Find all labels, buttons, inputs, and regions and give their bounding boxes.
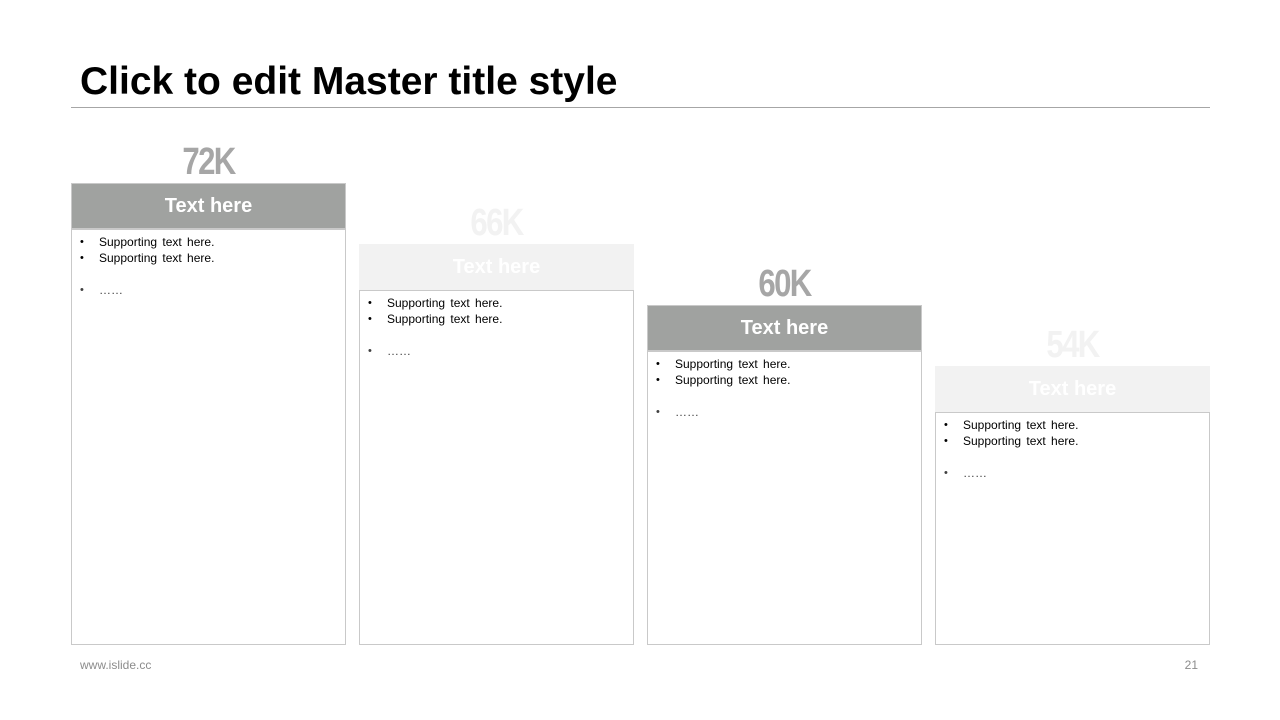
step-body[interactable]: • Supporting text here. • Supporting text h… bbox=[647, 351, 922, 645]
bullet-text: Supporting text here. bbox=[99, 235, 215, 249]
bullet-list: • Supporting text here. • Supporting text h… bbox=[648, 352, 921, 420]
step-value: 54K bbox=[1046, 324, 1100, 366]
bullet-item: • Supporting text here. bbox=[368, 295, 633, 311]
bullet-text: Supporting text here. bbox=[963, 434, 1079, 448]
bullet-dot-icon: • bbox=[656, 374, 660, 386]
bullet-dot-icon: • bbox=[944, 419, 948, 431]
step-body[interactable]: • Supporting text here. • Supporting text h… bbox=[359, 290, 634, 645]
bullet-dot-icon: • bbox=[368, 297, 372, 309]
bullet-dot-icon: • bbox=[80, 284, 84, 296]
bullet-text: Supporting text here. bbox=[387, 296, 503, 310]
step-value: 66K bbox=[470, 202, 524, 244]
step-value: 60K bbox=[758, 263, 812, 305]
bullet-dot-icon: • bbox=[368, 313, 372, 325]
bullet-text: Supporting text here. bbox=[963, 418, 1079, 432]
bullet-text: …… bbox=[963, 466, 987, 480]
bullet-item: • Supporting text here. bbox=[656, 372, 921, 388]
bullet-list: • Supporting text here. • Supporting text h… bbox=[936, 413, 1209, 481]
bullet-item: • Supporting text here. bbox=[944, 433, 1209, 449]
bullet-text: …… bbox=[387, 344, 411, 358]
page-number: 21 bbox=[1184, 658, 1198, 672]
bullet-dot-icon: • bbox=[656, 358, 660, 370]
step-header[interactable]: Text here bbox=[71, 183, 346, 229]
bullet-text: Supporting text here. bbox=[387, 312, 503, 326]
title-divider bbox=[71, 107, 1210, 108]
bullet-item: • …… bbox=[80, 282, 345, 298]
bullet-item: • …… bbox=[368, 343, 633, 359]
bullet-dot-icon: • bbox=[368, 345, 372, 357]
step-header[interactable]: Text here bbox=[359, 244, 634, 290]
slide-title[interactable]: Click to edit Master title style bbox=[80, 60, 618, 103]
bullet-dot-icon: • bbox=[80, 252, 84, 264]
bullet-text: Supporting text here. bbox=[675, 357, 791, 371]
bullet-list: • Supporting text here. • Supporting text h… bbox=[360, 291, 633, 359]
bullet-list: • Supporting text here. • Supporting text h… bbox=[72, 230, 345, 298]
bullet-item: • Supporting text here. bbox=[80, 250, 345, 266]
bullet-dot-icon: • bbox=[944, 467, 948, 479]
bullet-item: • Supporting text here. bbox=[80, 234, 345, 250]
bullet-item: • Supporting text here. bbox=[368, 311, 633, 327]
step-value: 72K bbox=[182, 141, 236, 183]
step-body[interactable]: • Supporting text here. • Supporting text h… bbox=[935, 412, 1210, 645]
step-body[interactable]: • Supporting text here. • Supporting text h… bbox=[71, 229, 346, 645]
bullet-dot-icon: • bbox=[944, 435, 948, 447]
bullet-item: • Supporting text here. bbox=[656, 356, 921, 372]
step-header[interactable]: Text here bbox=[935, 366, 1210, 412]
bullet-item: • Supporting text here. bbox=[944, 417, 1209, 433]
bullet-dot-icon: • bbox=[656, 406, 660, 418]
bullet-item: • …… bbox=[656, 404, 921, 420]
bullet-dot-icon: • bbox=[80, 236, 84, 248]
bullet-text: …… bbox=[675, 405, 699, 419]
bullet-text: Supporting text here. bbox=[99, 251, 215, 265]
step-header[interactable]: Text here bbox=[647, 305, 922, 351]
bullet-item: • …… bbox=[944, 465, 1209, 481]
bullet-text: Supporting text here. bbox=[675, 373, 791, 387]
bullet-text: …… bbox=[99, 283, 123, 297]
footer-url: www.islide.cc bbox=[80, 658, 152, 672]
